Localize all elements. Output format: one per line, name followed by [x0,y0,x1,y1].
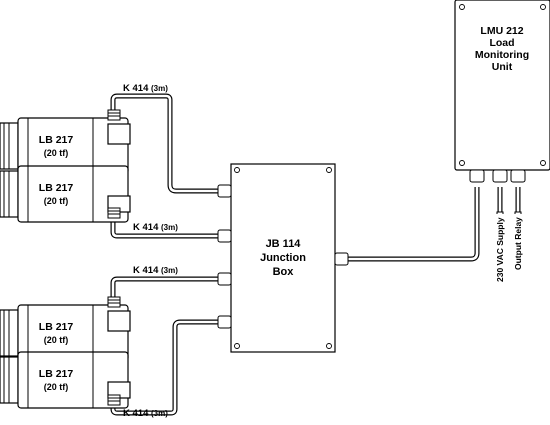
load-cell-1-model: LB 217 [39,134,74,146]
cable-labels: K 414 (3m) K 414 (3m) K 414 (3m) K 414 (… [123,83,178,419]
jb-label-1: JB 114 [266,238,302,250]
load-cell-4 [0,351,131,409]
load-cell-3-model: LB 217 [39,321,74,333]
lmu-glands [469,169,526,183]
lmu-label-4: Unit [492,61,513,73]
jb-glands [217,184,349,329]
jb-label-3: Box [273,266,295,278]
load-cell-4-model: LB 217 [39,368,74,380]
lmu-label-3: Monitoring [475,49,529,61]
cables [110,93,522,416]
load-cell-labels: LB 217 (20 tf) LB 217 (20 tf) LB 217 (20… [39,134,74,392]
cable-1 [110,93,222,194]
load-cell-1-capacity: (20 tf) [44,148,69,158]
cable-2-label: K 414 (3m) [133,222,178,233]
cable-3 [110,276,222,300]
load-cell-2 [0,165,131,223]
lmu-unit: LMU 212 Load Monitoring Unit [454,0,550,183]
supply-label: 230 VAC Supply [495,217,505,282]
load-cell-2-model: LB 217 [39,182,74,194]
relay-label: Output Relay [513,217,523,270]
cable-jb-lmu [342,187,480,262]
load-cell-4-capacity: (20 tf) [44,382,69,392]
cable-1-label: K 414 (3m) [123,83,168,94]
jb-label-2: Junction [260,252,306,264]
lmu-label-2: Load [489,37,514,49]
load-cell-2-capacity: (20 tf) [44,196,69,206]
load-cell-3-capacity: (20 tf) [44,335,69,345]
lmu-label-1: LMU 212 [480,25,523,37]
lmu-output-wires [496,187,522,214]
lmu-output-labels: 230 VAC Supply Output Relay [495,217,523,282]
load-cell-3 [0,296,131,362]
cable-4 [110,319,222,416]
cable-2 [110,215,222,239]
cable-4-label: K 414 (3m) [123,408,168,419]
junction-box: JB 114 Junction Box [217,163,349,353]
cable-3-label: K 414 (3m) [133,265,178,276]
load-cell-1 [0,109,131,175]
